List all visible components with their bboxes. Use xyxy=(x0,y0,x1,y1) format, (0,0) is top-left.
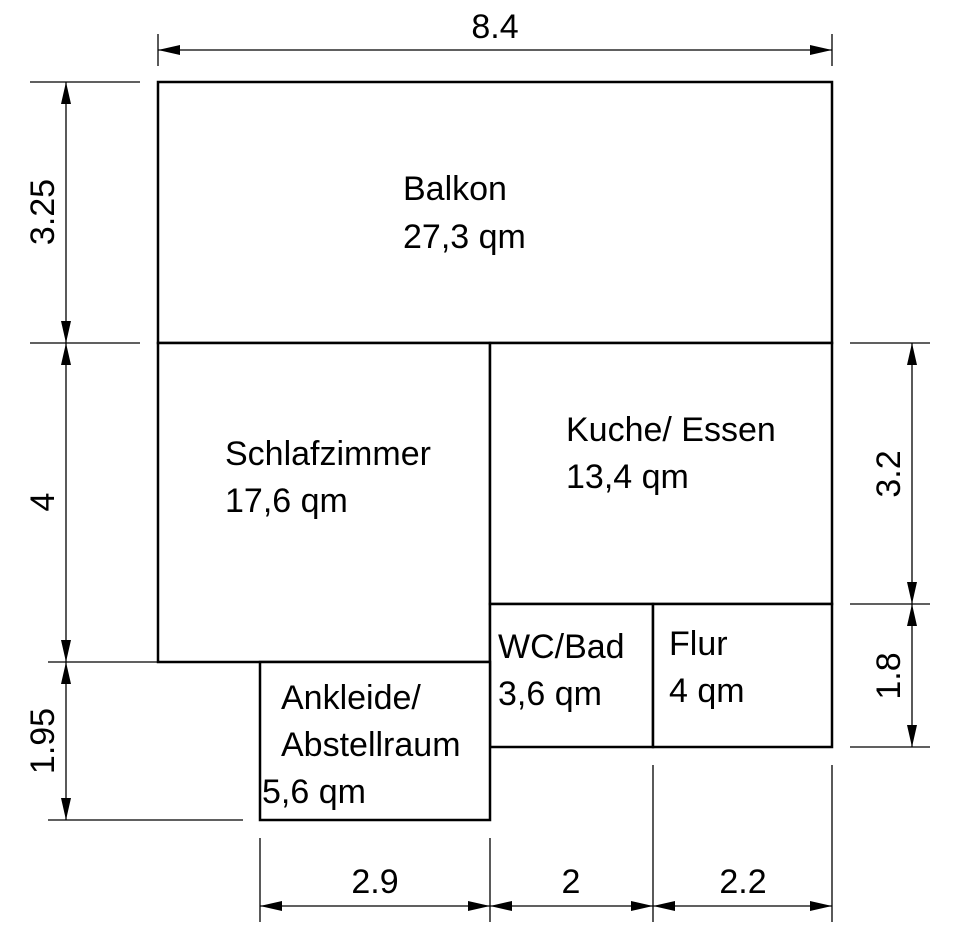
dim-right-2: 1.8 xyxy=(870,652,908,699)
dim-left-2: 4 xyxy=(24,493,62,512)
wc-name: WC/Bad xyxy=(498,628,625,666)
dim-bottom-3: 2.2 xyxy=(719,863,766,901)
room-flur xyxy=(651,602,834,749)
balkon-area: 27,3 qm xyxy=(403,218,526,256)
room-balkon xyxy=(156,80,834,345)
dim-left-3: 1.95 xyxy=(24,708,62,774)
dimension-left: 3.25 4 1.95 xyxy=(24,81,243,821)
schlafzimmer-name: Schlafzimmer xyxy=(225,435,431,473)
dim-bottom-1: 2.9 xyxy=(351,863,398,901)
dim-top-label: 8.4 xyxy=(471,8,518,46)
ankleide-area: 5,6 qm xyxy=(262,773,366,811)
schlafzimmer-area: 17,6 qm xyxy=(225,482,348,520)
ankleide-name-1: Ankleide/ xyxy=(281,679,421,717)
room-schlafzimmer xyxy=(156,341,492,664)
dimension-top: 8.4 xyxy=(157,8,833,66)
kueche-area: 13,4 qm xyxy=(566,458,689,496)
dimension-right: 3.2 1.8 xyxy=(850,342,930,748)
dim-left-1: 3.25 xyxy=(24,179,62,245)
room-ankleide xyxy=(258,660,492,822)
dim-right-1: 3.2 xyxy=(870,450,908,497)
flur-area: 4 qm xyxy=(669,672,745,710)
room-kueche-essen xyxy=(488,341,834,606)
dimension-bottom: 2.9 2 2.2 xyxy=(259,765,833,922)
kueche-name: Kuche/ Essen xyxy=(566,411,776,449)
flur-name: Flur xyxy=(669,625,728,663)
balkon-name: Balkon xyxy=(403,170,507,208)
room-wc-bad xyxy=(488,602,655,749)
dim-bottom-2: 2 xyxy=(562,863,581,901)
ankleide-name-2: Abstellraum xyxy=(281,726,461,764)
wc-area: 3,6 qm xyxy=(498,675,602,713)
